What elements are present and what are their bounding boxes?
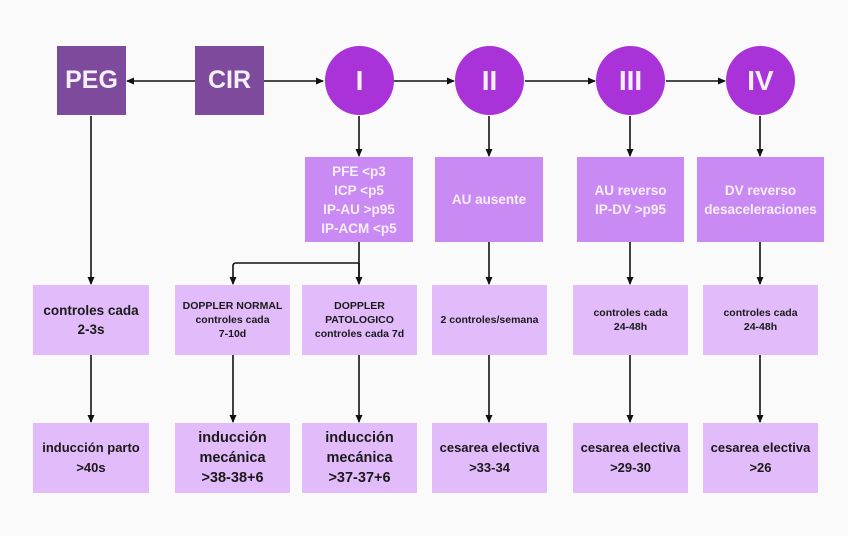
criteria-line: DV reverso — [724, 182, 797, 198]
outcome-line: cesarea electiva — [710, 440, 811, 455]
outcome-line: mecánica — [199, 450, 266, 466]
controls-line: 2 controles/semana — [440, 314, 539, 326]
controls-line: DOPPLER — [334, 300, 385, 312]
controls-line: controles cada — [593, 307, 668, 319]
controls-stage-iii: controles cada 24-48h — [573, 285, 688, 355]
outcome-line: >33-34 — [469, 460, 510, 475]
controls-line: 24-48h — [743, 321, 778, 333]
outcome-line: mecánica — [326, 450, 393, 466]
outcome-line: >40s — [76, 460, 106, 475]
criteria-stage-iii: AU reverso IP-DV >p95 — [577, 157, 684, 242]
stage-i: I — [325, 46, 394, 115]
controls-line: controles cada 7d — [314, 328, 405, 340]
controls-line: PATOLOGICO — [325, 314, 394, 326]
criteria-line: IP-ACM <p5 — [321, 220, 397, 236]
stage-ii: II — [455, 46, 524, 115]
criteria-line: IP-AU >p95 — [323, 201, 395, 217]
outcome-doppler-patologico: inducción mecánica >37-37+6 — [302, 423, 417, 493]
outcome-line: inducción — [198, 430, 267, 446]
outcome-line: cesarea electiva — [439, 440, 540, 455]
criteria-stage-iv: DV reverso desaceleraciones — [697, 157, 824, 242]
category-cir-label: CIR — [207, 66, 252, 94]
outcome-line: >29-30 — [610, 460, 651, 475]
stage-ii-label: II — [481, 64, 498, 96]
outcome-line: cesarea electiva — [580, 440, 681, 455]
controls-doppler-normal: DOPPLER NORMAL controles cada 7-10d — [175, 285, 290, 355]
outcome-line: >26 — [749, 460, 772, 475]
controls-line: 7-10d — [218, 328, 247, 340]
outcome-line: inducción parto — [42, 440, 140, 455]
category-cir: CIR — [195, 46, 264, 115]
stage-i-label: I — [355, 64, 364, 96]
controls-line: controles cada — [43, 303, 139, 318]
controls-line: DOPPLER NORMAL — [182, 300, 283, 312]
controls-stage-iv: controles cada 24-48h — [703, 285, 818, 355]
stage-iv: IV — [726, 46, 795, 115]
criteria-line: AU reverso — [594, 182, 667, 198]
criteria-line: IP-DV >p95 — [595, 201, 666, 217]
outcome-line: >37-37+6 — [328, 470, 391, 486]
criteria-line: desaceleraciones — [704, 201, 817, 217]
criteria-line: PFE <p3 — [332, 163, 386, 179]
controls-line: controles cada — [723, 307, 798, 319]
category-peg-label: PEG — [65, 66, 118, 94]
controls-line: 2-3s — [77, 322, 105, 337]
outcome-line: >38-38+6 — [201, 470, 264, 486]
arrow-criteria-i-to-doppler-normal — [229, 262, 359, 285]
outcome-stage-iii: cesarea electiva >29-30 — [573, 423, 688, 493]
stage-iii-label: III — [618, 64, 643, 96]
category-peg: PEG — [57, 46, 126, 115]
stage-iii: III — [596, 46, 665, 115]
criteria-stage-ii: AU ausente — [435, 157, 543, 242]
outcome-stage-ii: cesarea electiva >33-34 — [432, 423, 547, 493]
outcome-line: inducción — [325, 430, 394, 446]
controls-peg: controles cada 2-3s — [33, 285, 149, 355]
criteria-line: ICP <p5 — [334, 182, 384, 198]
outcome-doppler-normal: inducción mecánica >38-38+6 — [175, 423, 290, 493]
controls-line: 24-48h — [613, 321, 648, 333]
stage-iv-label: IV — [747, 64, 774, 96]
criteria-line: AU ausente — [451, 192, 527, 207]
outcome-peg: inducción parto >40s — [33, 423, 149, 493]
criteria-stage-i: PFE <p3 ICP <p5 IP-AU >p95 IP-ACM <p5 — [305, 157, 413, 242]
controls-doppler-patologico: DOPPLER PATOLOGICO controles cada 7d — [302, 285, 417, 355]
controls-line: controles cada — [195, 314, 270, 326]
outcome-stage-iv: cesarea electiva >26 — [703, 423, 818, 493]
controls-stage-ii: 2 controles/semana — [432, 285, 547, 355]
